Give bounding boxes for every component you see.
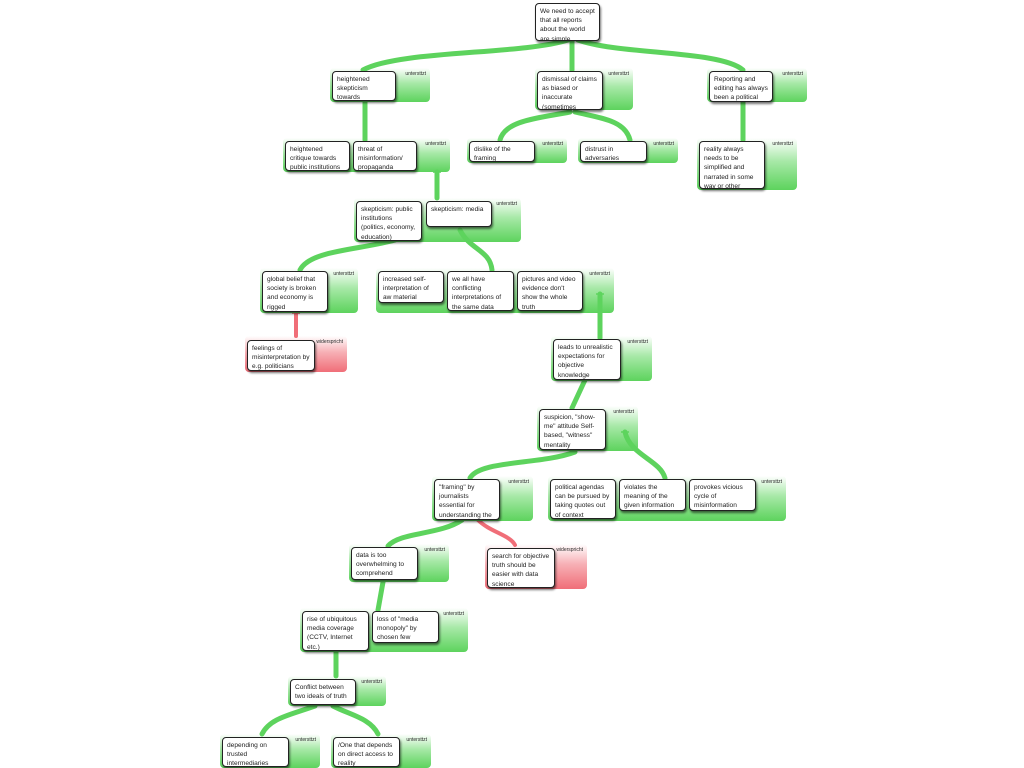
support-tag: untersttzt	[405, 71, 426, 77]
contradict-tag: widerspricht	[556, 547, 583, 553]
node-depending-intermediaries[interactable]: depending on trusted intermediaries	[222, 737, 289, 767]
edge-root-skepticism	[360, 37, 571, 73]
node-reporting-political[interactable]: Reporting and editing has always been a …	[709, 71, 773, 102]
support-tag: untersttzt	[542, 141, 563, 147]
node-increased-self[interactable]: increased self-interpretation of aw mate…	[378, 271, 444, 303]
node-heightened-skepticism[interactable]: heightened skepticism towards establishm…	[332, 71, 396, 101]
support-tag: untersttzt	[653, 141, 674, 147]
support-tag: untersttzt	[772, 141, 793, 147]
support-tag: untersttzt	[608, 71, 629, 77]
node-framing-essential[interactable]: "framing" by journalists essential for u…	[434, 479, 500, 520]
node-conflict-ideals[interactable]: Conflict between two ideals of truth	[290, 679, 356, 705]
support-tag: untersttzt	[508, 479, 529, 485]
node-data-overwhelming[interactable]: data is too overwhelming to comprehend	[351, 547, 418, 580]
node-vicious-cycle[interactable]: provokes vicious cycle of misinformation	[689, 479, 756, 511]
node-violates-meaning[interactable]: violates the meaning of the given inform…	[619, 479, 686, 511]
support-tag: untersttzt	[406, 737, 427, 743]
node-feelings-misinterpretation[interactable]: feelings of misinterpretation by e.g. po…	[247, 340, 315, 371]
edge-framing-data	[385, 517, 465, 549]
node-root[interactable]: We need to accept that all reports about…	[535, 3, 600, 41]
edge-dismissal-distrust	[572, 109, 633, 143]
edge-suspicion-framing	[467, 449, 578, 481]
node-ubiquitous-media[interactable]: rise of ubiquitous media coverage (CCTV,…	[302, 611, 369, 651]
support-tag: untersttzt	[361, 679, 382, 685]
node-conflicting-interpretations[interactable]: we all have conflicting interpretations …	[447, 271, 514, 311]
support-tag: untersttzt	[425, 141, 446, 147]
node-objective-truth[interactable]: search for objective truth should be eas…	[487, 548, 555, 588]
node-skepticism-media[interactable]: skepticism: media	[426, 201, 492, 227]
node-loss-monopoly[interactable]: loss of "media monopoly" by chosen few	[372, 611, 439, 643]
node-reality-simplified[interactable]: reality always needs to be simplified an…	[699, 141, 765, 189]
support-tag: untersttzt	[443, 611, 464, 617]
node-distrust-adversaries[interactable]: distrust in adversaries	[580, 141, 647, 162]
node-threat-misinformation[interactable]: threat of misinformation/ propaganda	[353, 141, 417, 171]
contradict-tag: widerspricht	[316, 339, 343, 345]
edge-skep-global	[297, 237, 398, 273]
node-skepticism-public[interactable]: skepticism: public institutions (politic…	[356, 201, 422, 241]
support-tag: untersttzt	[782, 71, 803, 77]
node-heightened-critique[interactable]: heightened critique towards public insti…	[285, 141, 350, 171]
edge-framing-objective	[476, 518, 517, 547]
support-tag: untersttzt	[496, 201, 517, 207]
support-tag: untersttzt	[333, 271, 354, 277]
node-dismissal-claims[interactable]: dismissal of claims as biased or inaccur…	[537, 71, 603, 110]
edge-root-reporting	[575, 37, 746, 73]
support-tag: untersttzt	[295, 737, 316, 743]
edge-dismissal-dislike	[497, 109, 573, 143]
support-tag: untersttzt	[589, 271, 610, 277]
support-tag: untersttzt	[761, 479, 782, 485]
node-suspicion[interactable]: suspicion, "show-me" attitude Self-based…	[539, 409, 606, 450]
node-political-agendas[interactable]: political agendas can be pursued by taki…	[550, 479, 616, 519]
edge-unrealistic-suspicion	[569, 377, 588, 411]
edge-conflict-depending	[259, 703, 318, 737]
edge-conflict-direct	[330, 703, 381, 737]
node-pictures-video[interactable]: pictures and video evidence don't show t…	[517, 271, 583, 311]
node-dislike-framing[interactable]: dislike of the framing	[469, 141, 535, 162]
support-tag: untersttzt	[613, 409, 634, 415]
support-tag: untersttzt	[424, 547, 445, 553]
node-direct-access[interactable]: /One that depends on direct access to re…	[333, 737, 400, 767]
node-unrealistic-expectations[interactable]: leads to unrealistic expectations for ob…	[553, 339, 621, 380]
node-global-belief[interactable]: global belief that society is broken and…	[262, 271, 328, 312]
support-tag: untersttzt	[627, 339, 648, 345]
edge-data-ubiquitous	[375, 579, 386, 613]
